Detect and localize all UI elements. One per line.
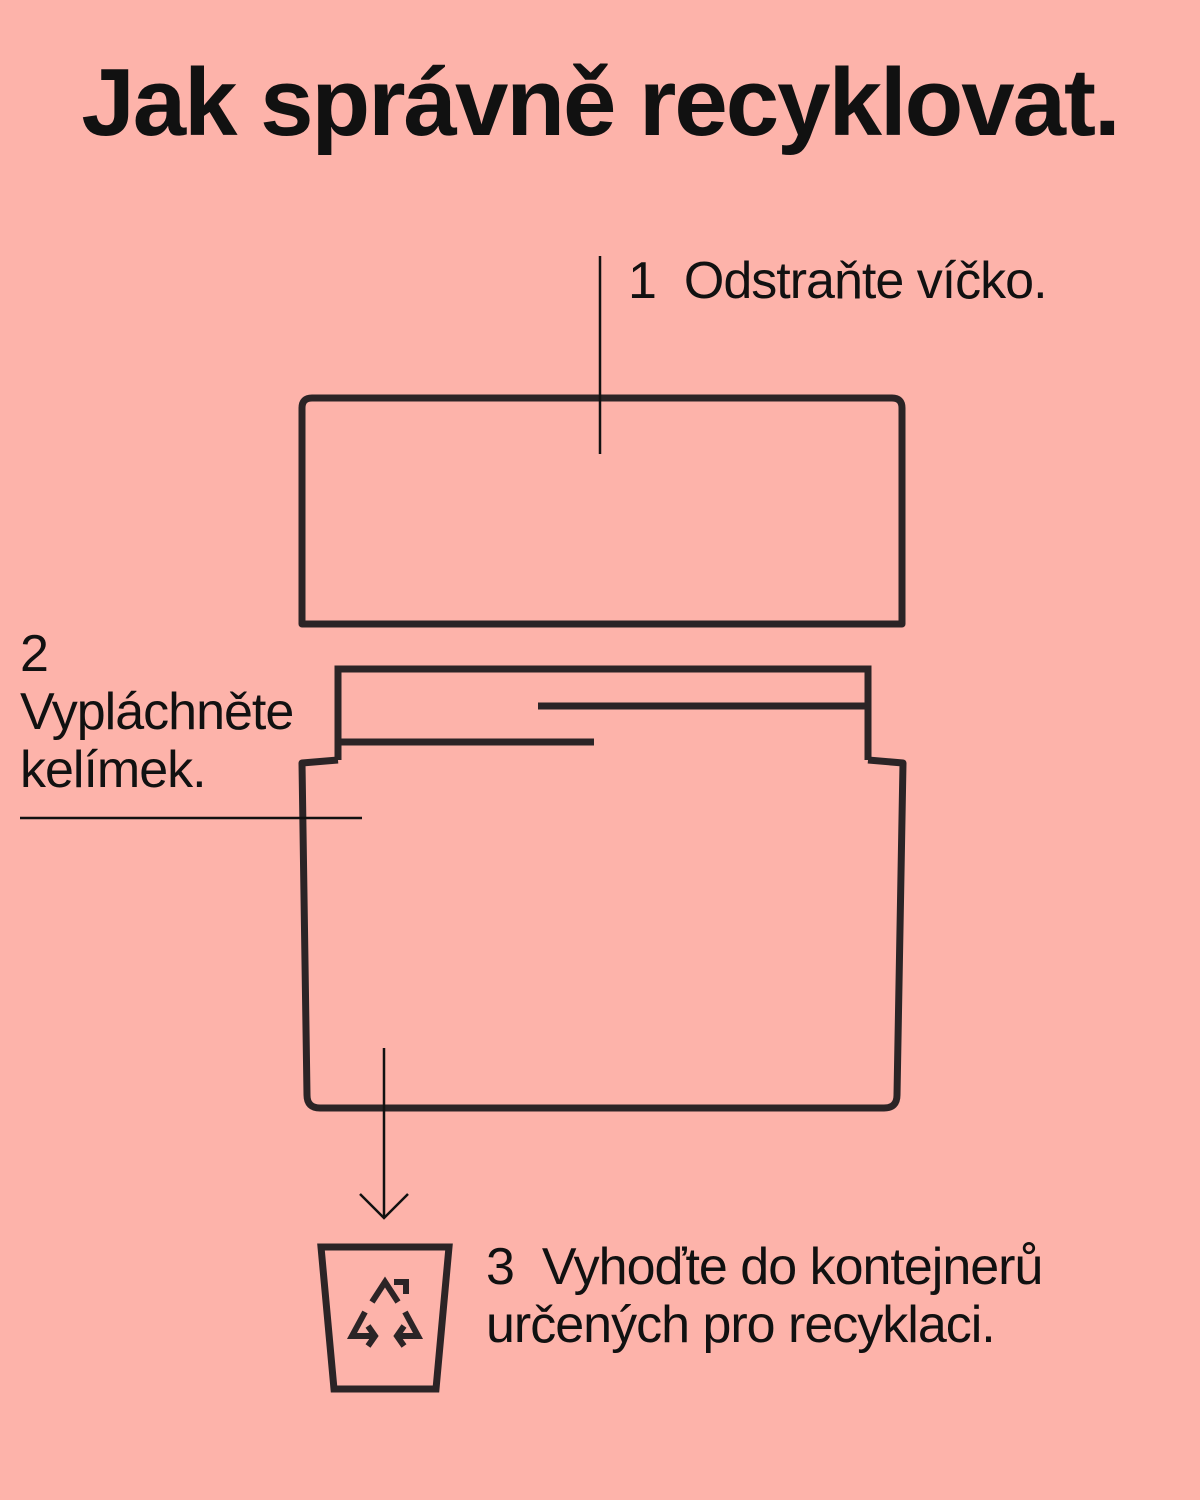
recycling-bin-icon: [317, 1243, 453, 1393]
step-1-text: Odstraňte víčko.: [683, 252, 1048, 310]
lid-outline: [298, 394, 906, 628]
recycle-arrows-icon: [346, 1276, 424, 1348]
step-1: 1 Odstraňte víčko.: [628, 252, 1048, 310]
arrow-down-icon: [359, 1048, 409, 1220]
step-3-text-line1: Vyhoďte do kontejnerů: [541, 1238, 1043, 1296]
step-2-text-line2: kelímek.: [20, 741, 207, 799]
step-2: 2 Vypláchněte kelímek.: [20, 625, 294, 799]
step-2-number: 2: [20, 625, 49, 683]
page-title: Jak správně recyklovat.: [81, 49, 1120, 156]
step-2-text-line1: Vypláchněte: [20, 683, 294, 741]
jar-neck-outline: [334, 665, 872, 760]
step-1-number: 1: [628, 252, 657, 310]
jar-body-outline: [298, 756, 907, 1112]
step-3-text-line2: určených pro recyklaci.: [486, 1296, 996, 1354]
step-3: 3 Vyhoďte do kontejnerů určených pro recy…: [486, 1238, 1043, 1354]
step-3-number: 3: [486, 1238, 515, 1296]
